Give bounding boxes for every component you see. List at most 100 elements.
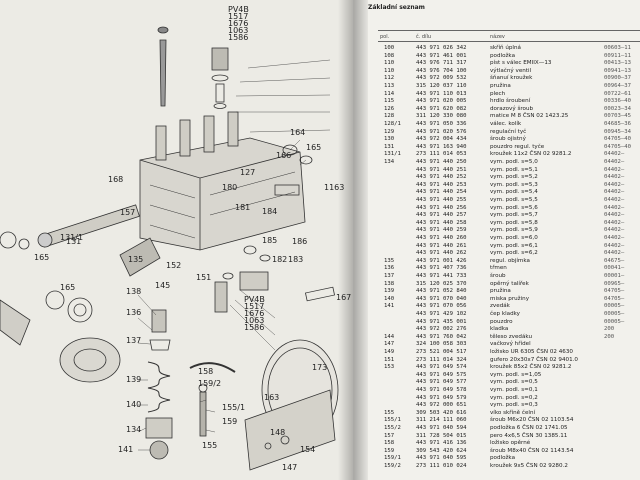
part-description: matice M 8 ČSN 02 1423.25 <box>490 113 569 120</box>
diagram-callout: 164 <box>290 128 305 137</box>
diagram-callout: 1063 <box>228 26 248 35</box>
part-number: 443 971 440 250 <box>416 159 467 165</box>
part-code: 00005— <box>604 318 625 325</box>
part-number: 443 971 407 736 <box>416 265 467 272</box>
part-code: 04402— <box>604 250 625 257</box>
part-position: 141 <box>384 303 395 310</box>
diagram-callout: 157 <box>120 208 135 217</box>
part-position: 158 <box>384 440 395 447</box>
diagram-callout: 131/1 <box>60 233 83 242</box>
part-description: opěrný talířek <box>490 280 529 287</box>
part-code: 00911—11 <box>604 52 631 59</box>
diagram-callout: 155/1 <box>222 403 245 412</box>
part-description: šroub M8x40 ČSN 02 1143.54 <box>490 447 574 454</box>
part-description: hrdlo šroubení <box>490 98 531 105</box>
col-name-header: název <box>490 34 505 40</box>
part-description: těleso zvedáku <box>490 333 533 340</box>
part-description: kroužek 85x2 ČSN 02 9281.2 <box>490 364 572 371</box>
part-code: 04402— <box>604 189 625 196</box>
table-row: 100 443 971 026 342 skříň úplná 00603—11 <box>0 44 640 52</box>
part-number: 273 521 004 517 <box>416 349 467 355</box>
part-number: 443 971 620 082 <box>416 105 467 112</box>
part-code: 04402— <box>604 151 625 158</box>
part-code: 00945—34 <box>604 128 631 135</box>
diagram-callout: 165 <box>34 253 49 262</box>
part-description: vym. podl. s=5,0 <box>490 159 538 165</box>
part-code: 00603—11 <box>604 45 631 51</box>
part-number: 315 120 025 370 <box>416 280 467 287</box>
part-number: 443 972 000 651 <box>416 402 467 409</box>
part-number: 443 971 001 426 <box>416 257 467 264</box>
diagram-callout: 147 <box>282 463 297 472</box>
part-description: dorazový šroub <box>490 105 534 112</box>
part-description: pero 4x6,5 ČSN 30 1385.11 <box>490 432 568 439</box>
part-position: 100 <box>384 45 395 51</box>
part-position: 110 <box>384 60 395 67</box>
part-number: 443 971 441 733 <box>416 273 467 279</box>
part-number: 443 971 440 255 <box>416 197 467 203</box>
part-description: pouzdro regul. tyče <box>490 143 545 150</box>
part-code: 04402— <box>604 204 625 211</box>
part-description: šroub ojistný <box>490 136 526 143</box>
diagram-callout: PV4B <box>228 5 249 14</box>
part-number: 273 111 014 053 <box>416 151 467 158</box>
part-description: ložisko UR 6305 ČSN 02 4630 <box>490 349 573 355</box>
diagram-callout: 1676 <box>244 309 264 318</box>
part-description: vym. podl. s=5,1 <box>490 166 538 173</box>
part-description: šňanuí kroužek <box>490 75 533 82</box>
part-number: 443 971 052 840 <box>416 288 467 295</box>
part-number: 443 971 440 259 <box>416 227 467 234</box>
part-position: 114 <box>384 90 395 97</box>
part-number: 443 972 009 532 <box>416 75 467 82</box>
part-code: 04705— <box>604 288 625 295</box>
part-position: 155/2 <box>384 425 401 431</box>
part-description: čep kladky <box>490 311 520 317</box>
diagram-callout: 159/2 <box>198 379 221 388</box>
part-description: třmen <box>490 265 507 272</box>
part-number: 443 971 440 254 <box>416 189 467 196</box>
part-description: vym. podl. s=5,7 <box>490 212 538 219</box>
part-description: víko skříně čelní <box>490 409 536 416</box>
part-code: 00336—40 <box>604 98 631 105</box>
diagram-callout: 180 <box>222 183 237 192</box>
part-number: 443 971 040 594 <box>416 425 467 431</box>
part-description: miska pružiny <box>490 295 530 302</box>
part-number: 443 971 049 574 <box>416 364 467 371</box>
part-code: 00900—37 <box>604 75 631 82</box>
diagram-callout: 165 <box>60 283 75 292</box>
part-description: podložka <box>490 455 516 462</box>
part-code: 00703—45 <box>604 113 631 120</box>
part-description: skříň úplná <box>490 45 521 51</box>
part-code: 04402— <box>604 159 625 165</box>
part-description: vym. podl. s=6,2 <box>490 250 538 257</box>
part-number: 443 971 461 001 <box>416 52 467 59</box>
part-position: 113 <box>384 83 395 89</box>
part-description: vym. podl. s=5,2 <box>490 174 538 181</box>
part-number: 443 971 440 252 <box>416 174 467 181</box>
part-position: 130 <box>384 136 395 143</box>
part-description: vym. podl. s=5,5 <box>490 197 538 203</box>
part-number: 443 971 026 342 <box>416 45 467 51</box>
part-number: 443 971 020 576 <box>416 128 467 135</box>
